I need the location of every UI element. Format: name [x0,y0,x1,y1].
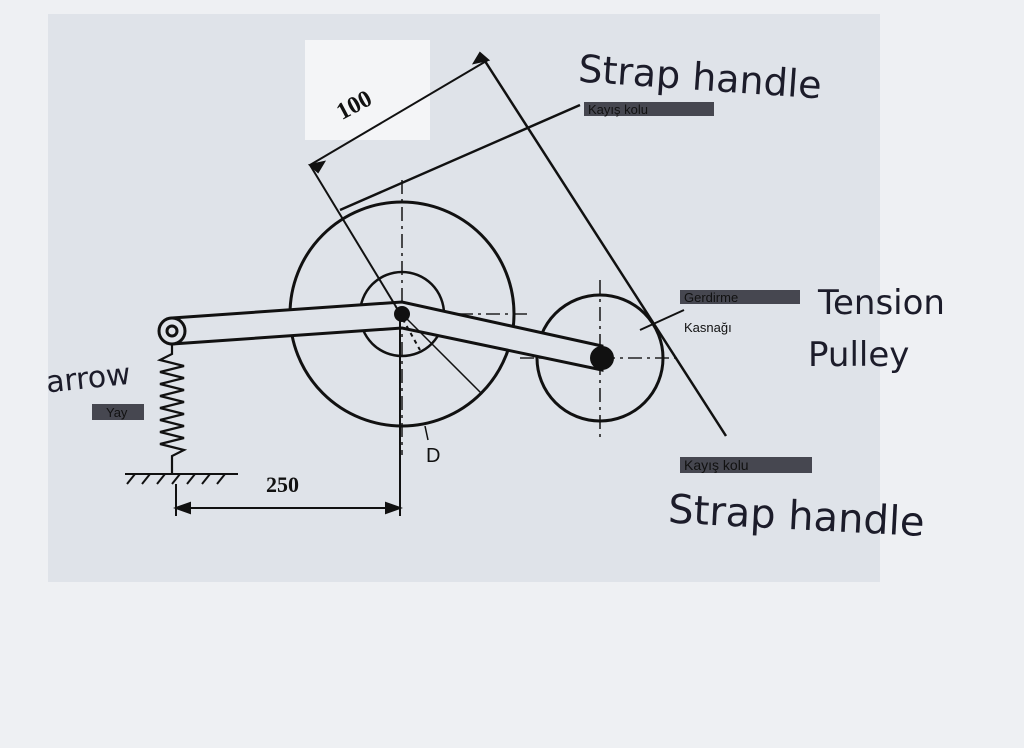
dimension-bottom-label: 250 [266,472,299,497]
label-patch [305,40,430,140]
printed-strap-handle-bottom: Kayış kolu [684,457,749,473]
printed-label-mark-top [584,102,714,116]
ground-hatch [125,473,238,485]
printed-label-mark-tension [680,290,800,304]
diameter-line [401,313,483,395]
printed-tension-line1: Gerdirme [684,290,738,305]
handwritten-tension: Tension [817,283,945,323]
handwritten-pulley: Pulley [808,335,909,375]
printed-label-mark-spring [92,404,144,420]
diameter-leader [424,425,429,441]
dimension-100 [307,51,491,351]
tension-pulley-axle [590,346,614,370]
printed-strap-handle-top: Kayış kolu [588,102,648,117]
belt-lines [339,57,728,437]
printed-label-mark-bottom [680,457,812,473]
tension-pulley [535,293,665,423]
printed-tension-line2: Kasnağı [684,320,732,335]
label-leaders [639,309,685,331]
dimension-250 [173,320,403,516]
diameter-label: D [426,445,440,467]
printed-spring: Yay [106,405,128,420]
spring [156,344,188,474]
